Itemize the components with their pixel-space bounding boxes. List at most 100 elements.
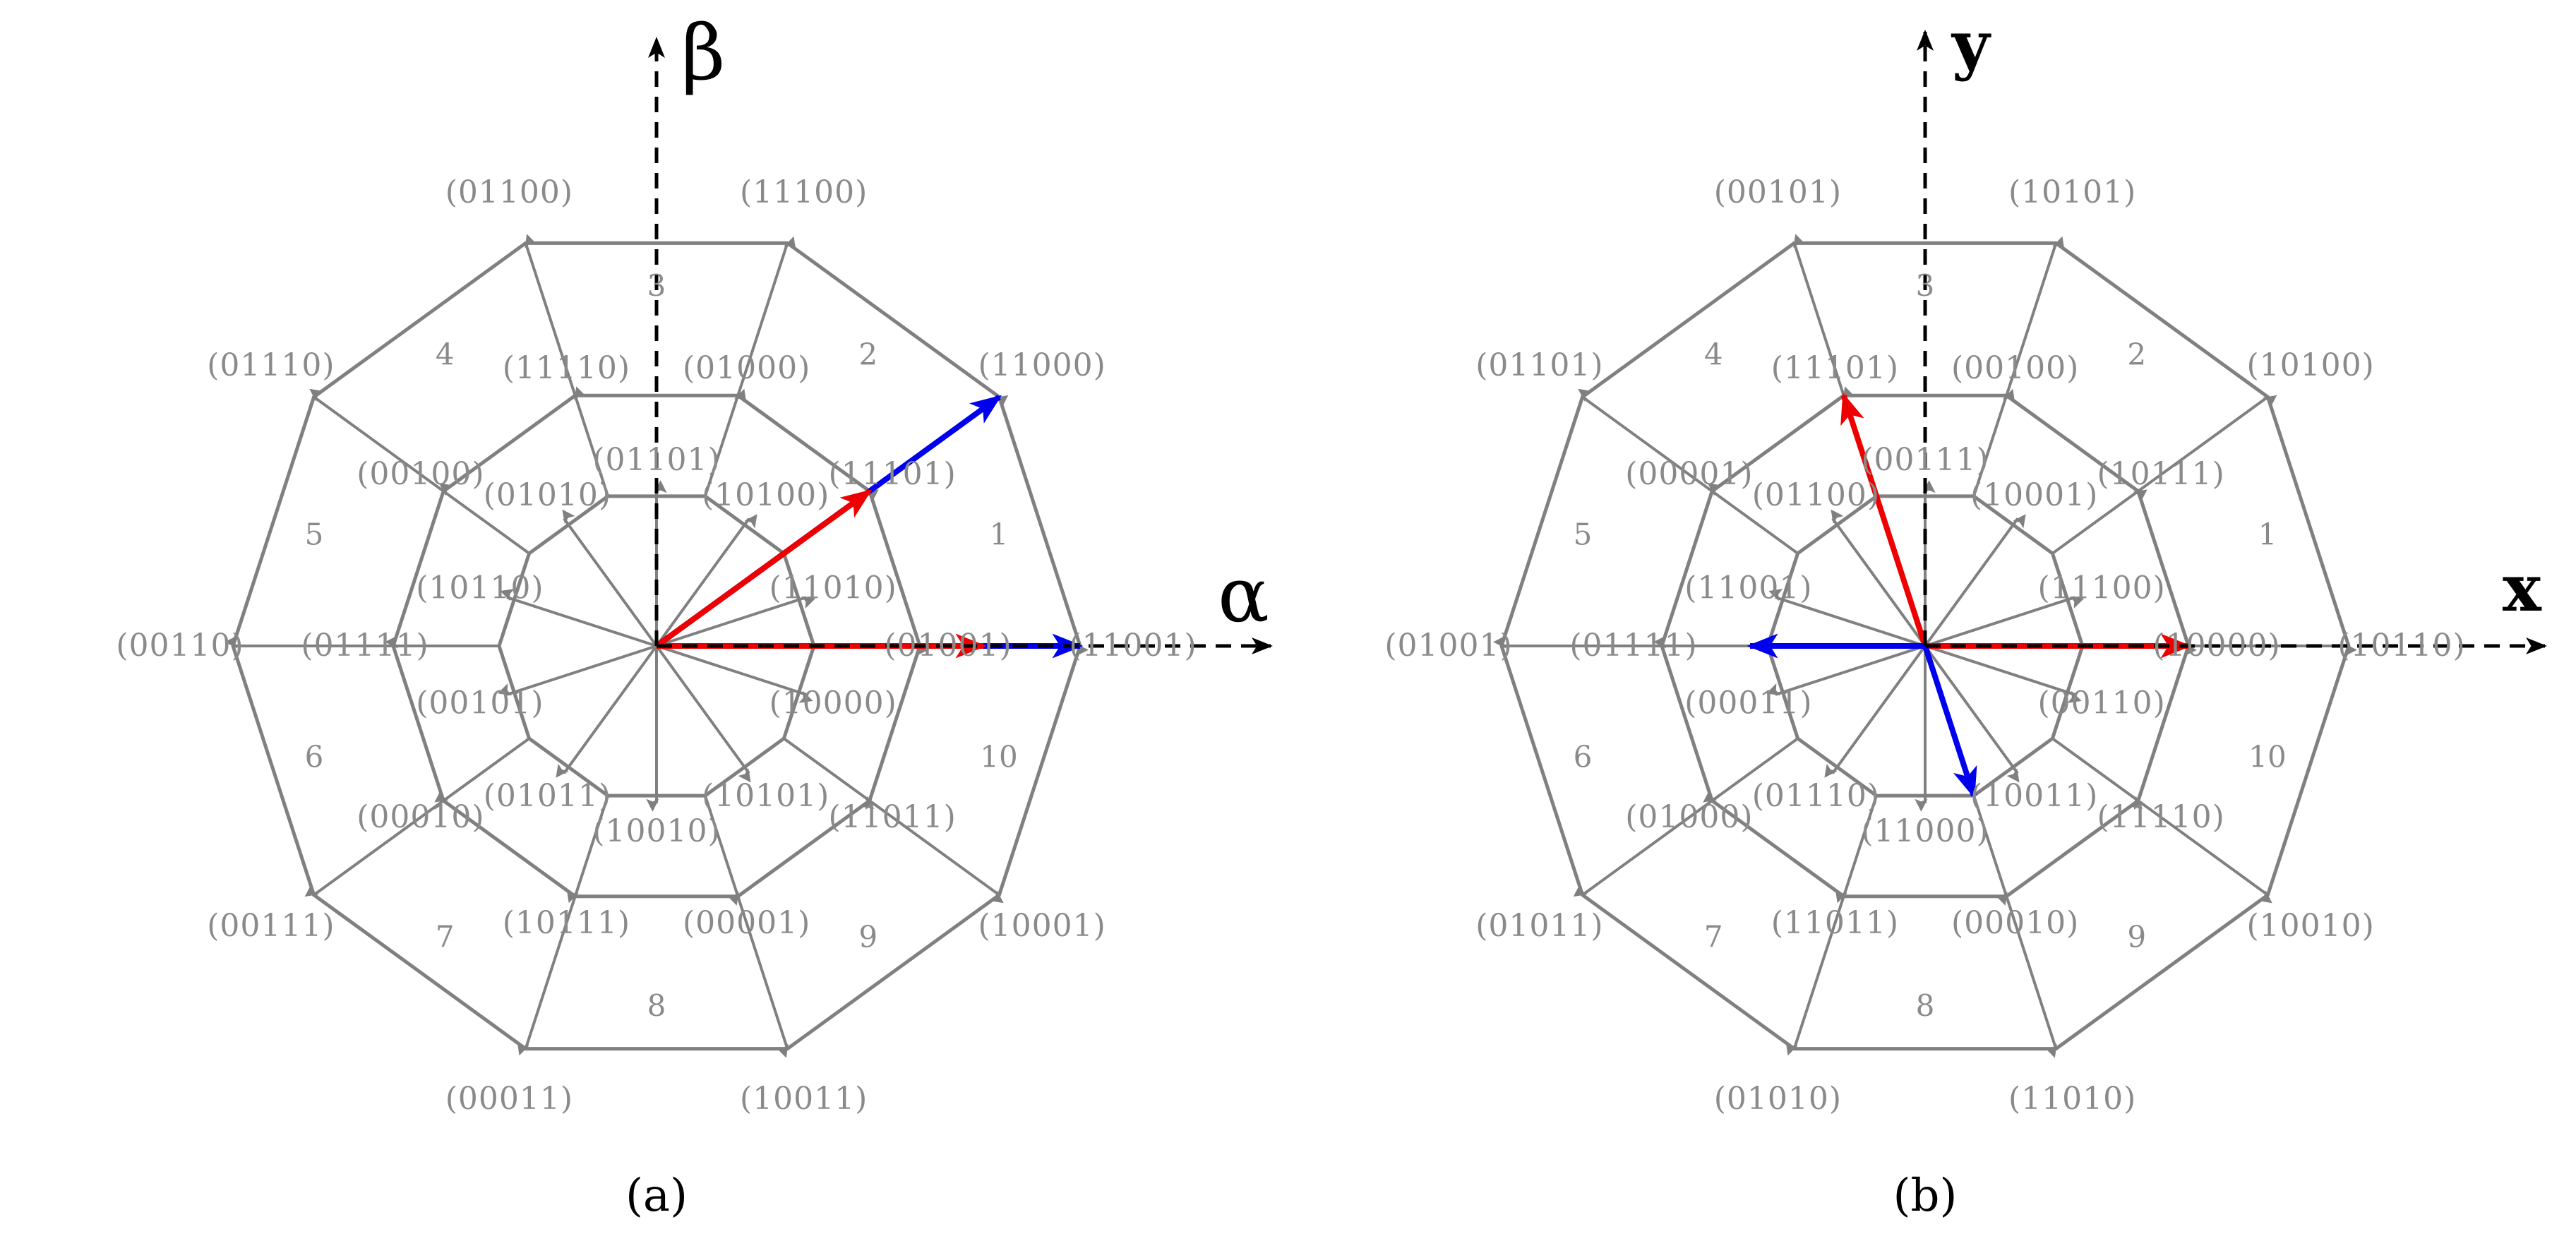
sector-number: 7	[1704, 920, 1723, 954]
vector-spoke	[1707, 483, 1799, 555]
vector-spoke	[566, 795, 610, 904]
vector-labels: (10110)(10100)(10101)(00101)(01101)(0100…	[1384, 174, 2464, 1117]
vector-spoke	[1703, 737, 1799, 803]
sector-number: 3	[1916, 268, 1935, 303]
outer-vector-label: (10101)	[2008, 174, 2136, 210]
middle-vector-label: (11110)	[2097, 799, 2224, 835]
inner-vector-label: (00110)	[2037, 685, 2165, 721]
inner-vector-label: (00111)	[1861, 442, 1989, 478]
vertical-axis-label: β	[681, 9, 725, 97]
sector-number: 8	[647, 988, 666, 1023]
outer-vector-label: (00111)	[207, 908, 335, 944]
outer-vector-label: (01010)	[1714, 1081, 1842, 1117]
vector-spoke	[309, 388, 445, 493]
panel-caption: (b)	[1893, 1170, 1958, 1222]
vector-spoke	[438, 483, 530, 555]
horizontal-axis-label: x	[2503, 550, 2542, 626]
outer-vector-label: (00011)	[445, 1081, 573, 1117]
vector-spoke	[868, 799, 1004, 904]
middle-vector-label: (11011)	[1771, 905, 1899, 941]
sector-number: 3	[647, 268, 666, 303]
inner-vector-label: (10100)	[702, 477, 829, 513]
sector-number: 9	[2127, 920, 2146, 954]
inner-vector-label: (01100)	[1752, 477, 1880, 513]
vector-spoke	[656, 645, 813, 703]
outer-vector-label: (11001)	[1069, 628, 1197, 664]
vector-spoke	[2005, 236, 2065, 396]
middle-vector-label: (11101)	[828, 456, 956, 492]
vector-spoke	[736, 236, 796, 396]
sector-number: 1	[2258, 517, 2277, 551]
middle-vector-label: (00010)	[1951, 905, 2079, 941]
vector-spoke	[1785, 896, 1845, 1056]
vector-spoke	[562, 509, 658, 647]
inner-vector-label: (01101)	[592, 442, 720, 478]
vector-spoke	[655, 514, 757, 647]
vector-spoke	[703, 388, 747, 497]
vector-spoke	[783, 737, 875, 809]
vector-arrows	[654, 395, 1084, 659]
vector-spoke	[736, 896, 789, 1058]
vertical-axis-label: y	[1951, 6, 1991, 83]
axes: x y	[1917, 6, 2547, 654]
sector-number: 8	[1916, 988, 1935, 1023]
sector-number: 10	[980, 740, 1017, 774]
sector-number: 5	[305, 517, 324, 551]
inner-vector-label: (11001)	[1684, 570, 1812, 606]
outer-vector-label: (11010)	[2008, 1081, 2136, 1117]
middle-vector-label: (01111)	[1569, 628, 1697, 664]
sector-number: 6	[1574, 740, 1593, 774]
middle-vector-label: (11101)	[1771, 350, 1899, 386]
panel-a: α β (11001)(11000)(11100)(01100)(01110)(…	[116, 9, 1273, 1222]
outer-vector-label: (11000)	[978, 347, 1106, 383]
vector-labels: (11001)(11000)(11100)(01100)(01110)(0011…	[116, 174, 1197, 1117]
red-vector-arrow	[654, 489, 873, 649]
horizontal-axis-label: α	[1218, 551, 1269, 640]
vector-spoke	[1924, 645, 2082, 703]
inner-vector-label: (11100)	[2037, 570, 2165, 606]
axes: α β	[648, 9, 1273, 654]
vector-spoke	[1573, 799, 1713, 897]
sector-number: 10	[2248, 740, 2286, 774]
inner-vector-label: (11010)	[769, 570, 897, 606]
vector-spoke	[573, 386, 610, 497]
inner-vector-label: (01010)	[484, 477, 611, 513]
middle-vector-label: (01111)	[301, 628, 429, 664]
middle-vector-label: (10000)	[2152, 628, 2280, 664]
middle-vector-label: (11011)	[828, 799, 956, 835]
inner-vector-label: (10101)	[702, 778, 829, 814]
inner-vector-label: (00011)	[1684, 685, 1812, 721]
sector-number: 2	[858, 337, 877, 371]
vector-spoke	[1831, 509, 1927, 647]
middle-vector-label: (11110)	[503, 350, 630, 386]
vector-spoke	[2051, 737, 2143, 809]
vector-spoke	[1835, 795, 1879, 904]
vector-spoke	[2137, 799, 2272, 904]
middle-vector-label: (00001)	[1625, 456, 1753, 492]
middle-vector-label: (10111)	[2097, 456, 2224, 492]
sector-number: 6	[305, 740, 324, 774]
sector-number: 7	[436, 920, 455, 954]
middle-vector-label: (00100)	[1951, 350, 2079, 386]
vector-spoke	[556, 645, 658, 778]
vector-spoke	[1824, 645, 1927, 778]
vector-spoke	[2005, 896, 2058, 1058]
outer-vector-label: (01101)	[1475, 347, 1603, 383]
outer-vector-label: (10010)	[2246, 908, 2374, 944]
sector-number: 4	[1704, 337, 1723, 371]
vector-spoke	[1924, 514, 2026, 647]
outer-vector-label: (00110)	[116, 628, 244, 664]
vector-spoke	[497, 645, 657, 696]
sector-number: 1	[990, 517, 1009, 551]
vector-spoke	[656, 596, 816, 647]
outer-vector-label: (01110)	[207, 347, 335, 383]
vector-spoke	[500, 589, 657, 647]
panel-caption: (a)	[625, 1170, 688, 1222]
inner-vector-label: (10011)	[1970, 778, 2098, 814]
middle-vector-label: (00010)	[357, 799, 484, 835]
outer-vector-label: (01011)	[1475, 908, 1603, 944]
sector-number: 5	[1574, 517, 1593, 551]
vector-spoke	[1972, 388, 2015, 497]
vector-spoke	[655, 645, 751, 783]
inner-vector-label: (00101)	[416, 685, 544, 721]
